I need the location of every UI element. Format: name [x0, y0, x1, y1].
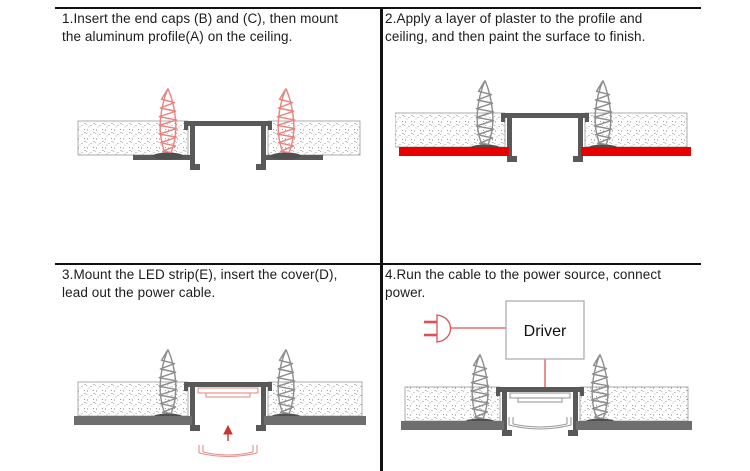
painted-plaster-right — [576, 421, 692, 430]
step-4-line-2: power. — [385, 285, 426, 300]
step-1-text: 1.Insert the end caps (B) and (C), then … — [62, 10, 382, 46]
step-3-text: 3.Mount the LED strip(E), insert the cov… — [62, 266, 382, 302]
screw-head-right — [271, 152, 301, 160]
step-2-line-1: 2.Apply a layer of plaster to the profil… — [385, 11, 643, 26]
driver-label: Driver — [524, 323, 567, 340]
led-strip-outline — [509, 392, 571, 403]
cover-installed-outline — [508, 417, 572, 430]
diagram-step-2-plaster — [395, 79, 691, 162]
diagram-step-1-mount-profile — [77, 87, 361, 170]
step-2-line-2: ceiling, and then paint the surface to f… — [385, 29, 646, 44]
grid-column-divider — [380, 7, 383, 471]
driver-box — [505, 300, 585, 360]
step-1-line-1: 1.Insert the end caps (B) and (C), then … — [62, 11, 339, 26]
painted-plaster-left — [401, 421, 504, 430]
painted-plaster-left — [74, 416, 192, 425]
painted-plaster-right — [264, 416, 366, 425]
step-1-line-2: the aluminum profile(A) on the ceiling. — [62, 29, 293, 44]
step-2-text: 2.Apply a layer of plaster to the profil… — [385, 10, 730, 46]
arrow-up-icon — [223, 424, 233, 441]
diagram-step-4-power: Driver — [401, 300, 692, 436]
plaster-layer-right — [581, 147, 691, 156]
led-strip-outline — [197, 387, 259, 398]
grid-row-divider — [55, 263, 701, 265]
diagram-step-3-led-cover — [74, 348, 366, 458]
ceiling-block-left — [404, 386, 501, 422]
screw-head-left — [153, 152, 183, 160]
plug-icon — [424, 314, 452, 343]
cover-outline — [198, 445, 258, 458]
plaster-layer-left — [399, 147, 509, 156]
grid-border-top — [55, 7, 701, 9]
step-4-text: 4.Run the cable to the power source, con… — [385, 266, 730, 302]
step-3-line-2: lead out the power cable. — [62, 285, 216, 300]
ceiling-block-right — [267, 120, 361, 156]
step-4-line-1: 4.Run the cable to the power source, con… — [385, 267, 662, 282]
step-3-line-1: 3.Mount the LED strip(E), insert the cov… — [62, 267, 338, 282]
